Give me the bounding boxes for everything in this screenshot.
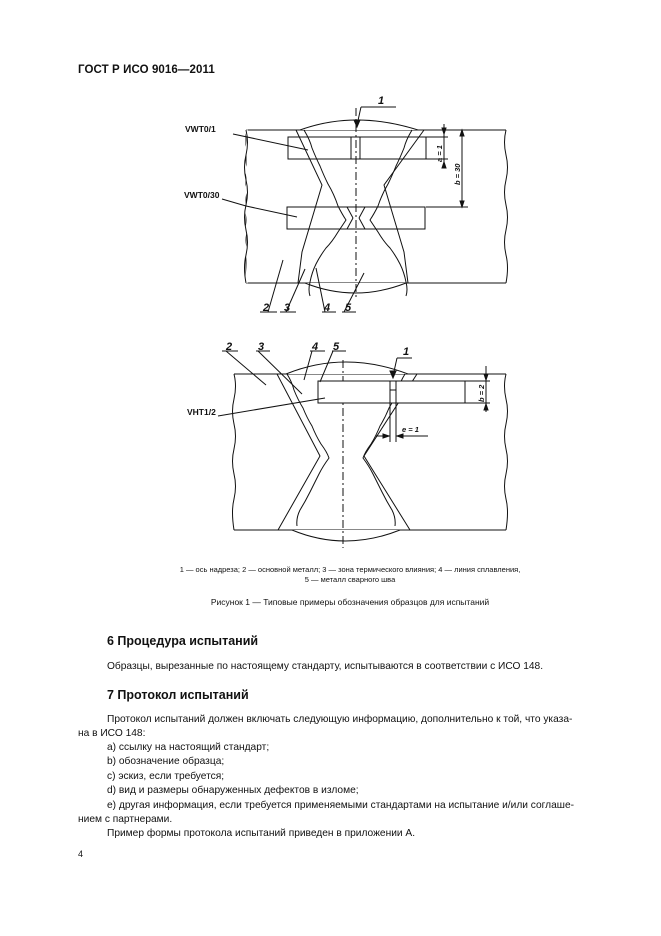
label-vht1-2: VHT1/2 bbox=[187, 407, 216, 417]
dim-e-1: e = 1 bbox=[402, 425, 419, 434]
list-item-e: e) другая информация, если требуется при… bbox=[107, 800, 574, 811]
list-item-c: c) эскиз, если требуется; bbox=[107, 771, 225, 782]
section-6-text: Образцы, вырезанные по настоящему станда… bbox=[107, 661, 544, 672]
figure-caption: Рисунок 1 — Типовые примеры обозначения … bbox=[210, 597, 490, 607]
number-4-top: 4 bbox=[323, 302, 330, 314]
number-1-top: 1 bbox=[378, 95, 384, 107]
list-item-a: a) ссылку на настоящий стандарт; bbox=[107, 742, 270, 753]
number-4-bottom: 4 bbox=[311, 341, 318, 353]
number-5-bottom: 5 bbox=[333, 341, 340, 353]
figure-1: VWT0/1 VWT0/30 1 2 3 4 5 a = 1 b = 30 bbox=[184, 95, 508, 548]
section-7-closing: Пример формы протокола испытаний приведе… bbox=[107, 828, 416, 839]
bottom-weld-diagram bbox=[217, 350, 508, 548]
dim-a-1: a = 1 bbox=[435, 145, 444, 162]
figure-legend: 1 — ось надреза; 2 — основной металл; 3 … bbox=[80, 565, 620, 585]
number-2-top: 2 bbox=[262, 302, 269, 314]
dim-b-2: b = 2 bbox=[477, 384, 486, 402]
section-7-heading: 7 Протокол испытаний bbox=[107, 688, 249, 702]
document-header: ГОСТ Р ИСО 9016—2011 bbox=[78, 64, 215, 76]
list-item-d: d) вид и размеры обнаруженных дефектов в… bbox=[107, 785, 359, 796]
label-vwt0-1: VWT0/1 bbox=[185, 124, 216, 134]
dim-b-30: b = 30 bbox=[453, 163, 462, 185]
list-item-b: b) обозначение образца; bbox=[107, 756, 225, 767]
top-weld-diagram bbox=[221, 106, 508, 313]
section-7-intro-line-2: на в ИСО 148: bbox=[78, 728, 146, 739]
number-5-top: 5 bbox=[345, 302, 352, 314]
number-3-bottom: 3 bbox=[258, 341, 264, 353]
number-2-bottom: 2 bbox=[225, 341, 232, 353]
label-vwt0-30: VWT0/30 bbox=[184, 190, 220, 200]
page-number: 4 bbox=[78, 849, 84, 859]
number-1-bottom: 1 bbox=[403, 346, 409, 358]
number-3-top: 3 bbox=[284, 302, 290, 314]
section-7-intro-line-1: Протокол испытаний должен включать следу… bbox=[107, 714, 573, 725]
legend-line-1: 1 — ось надреза; 2 — основной металл; 3 … bbox=[179, 565, 521, 574]
list-item-e-continuation: нием с партнерами. bbox=[78, 814, 173, 825]
legend-line-2: 5 — металл сварного шва bbox=[304, 575, 396, 584]
section-6-heading: 6 Процедура испытаний bbox=[107, 634, 259, 648]
